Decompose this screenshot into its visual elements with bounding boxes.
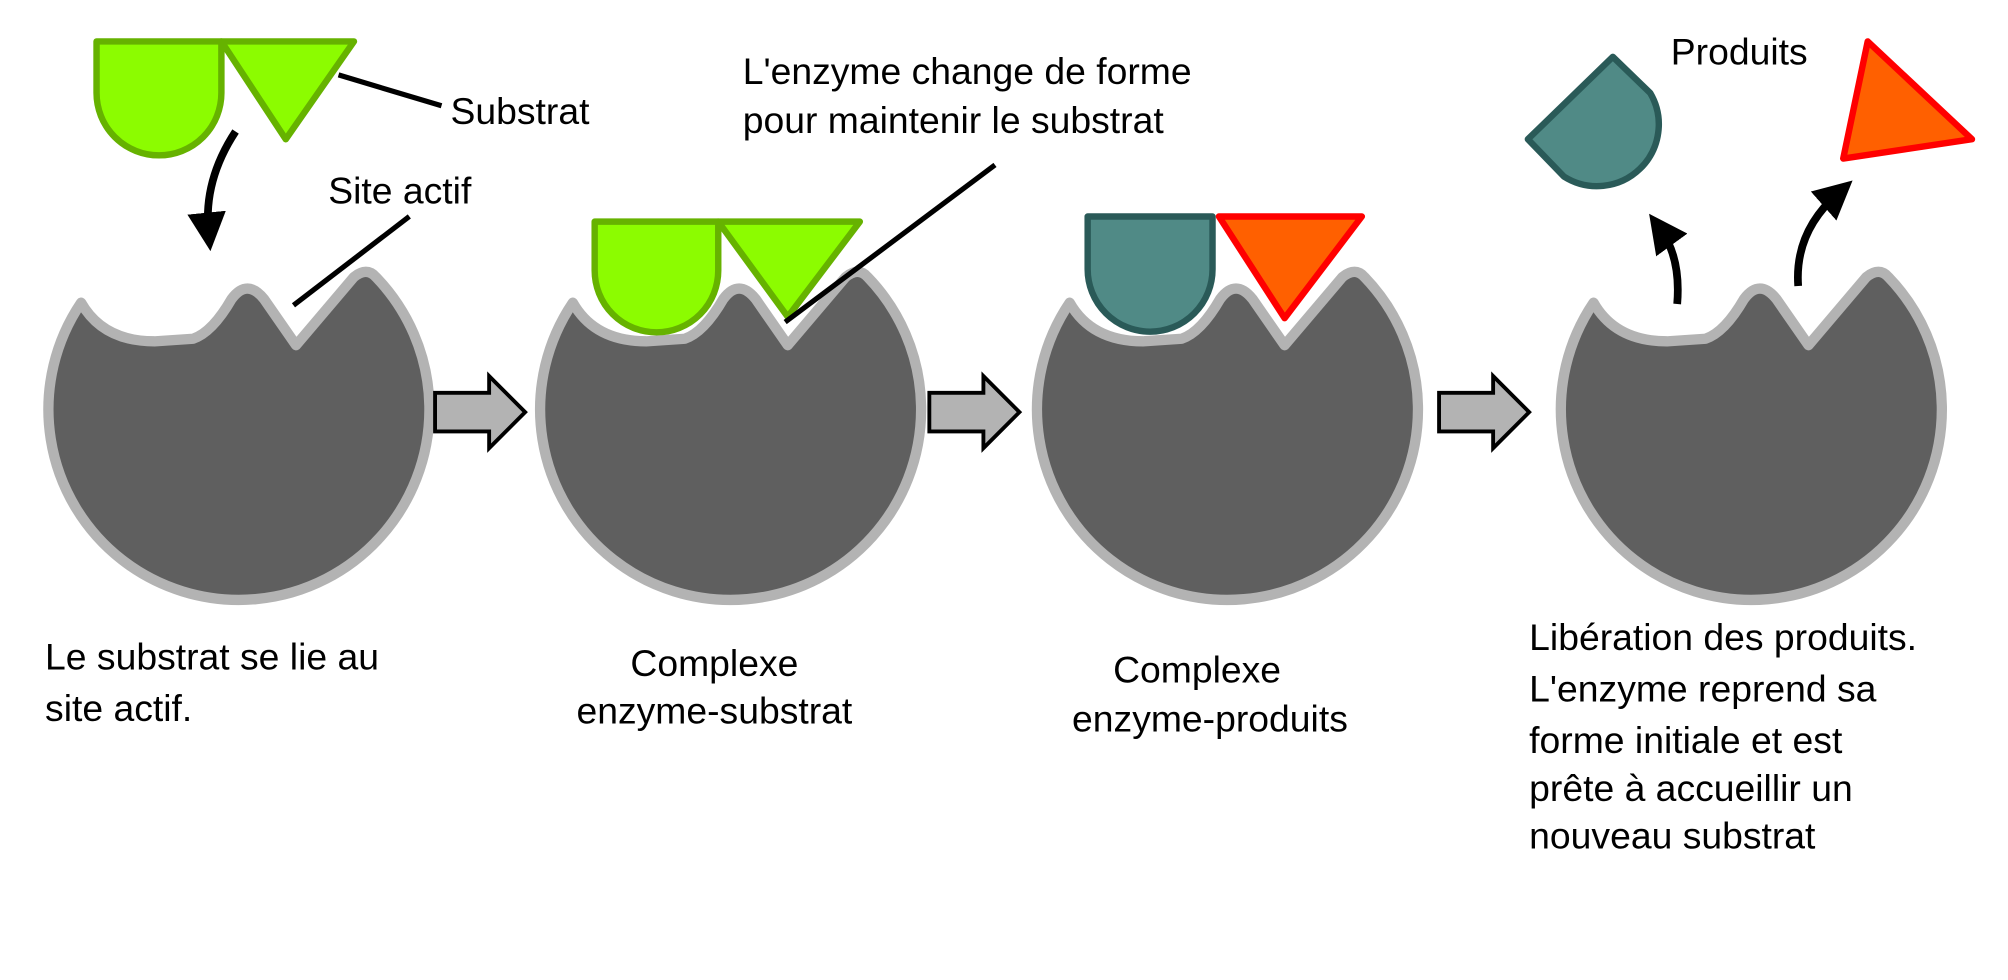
substrate-label: Substrat <box>451 90 591 132</box>
release-arrow-icon <box>1794 180 1853 287</box>
caption-step4-line1: Libération des produits. <box>1529 616 1917 658</box>
shape-change-leader-line <box>783 162 997 325</box>
substrate-triangle <box>218 38 358 143</box>
active-site-label: Site actif <box>328 170 472 212</box>
products-label: Produits <box>1671 31 1808 73</box>
bound-substrate-triangle <box>715 218 864 321</box>
caption-step4-line5: nouveau substrat <box>1529 814 1816 856</box>
caption-step2-line1: Complexe <box>630 642 798 684</box>
caption-step3-line2: enzyme-produits <box>1072 697 1348 739</box>
product-semicircle <box>1084 213 1216 335</box>
substrate-semicircle <box>93 38 225 159</box>
caption-step4-line4: prête à accueillir un <box>1529 767 1853 809</box>
caption-step3-line1: Complexe <box>1113 648 1281 690</box>
product-triangle <box>1215 213 1366 322</box>
enzyme-3 <box>1037 272 1418 600</box>
stage-3: Complexe enzyme-produits <box>1037 213 1418 739</box>
released-product-triangle <box>1840 38 1976 162</box>
bound-substrate-semicircle <box>591 218 722 336</box>
stage-2: L'enzyme change de forme pour maintenir … <box>540 50 1192 732</box>
shape-change-label-line1: L'enzyme change de forme <box>743 50 1192 92</box>
caption-step2-line2: enzyme-substrat <box>576 690 852 732</box>
caption-step1-line1: Le substrat se lie au <box>45 636 379 678</box>
released-product-semicircle <box>1524 53 1662 190</box>
enzyme-1 <box>48 272 429 600</box>
enzyme-4 <box>1561 272 1942 600</box>
step-arrow-icon <box>433 371 528 453</box>
caption-step1-line2: site actif. <box>45 687 192 729</box>
caption-step4-line2: L'enzyme reprend sa <box>1529 668 1877 710</box>
release-arrow-icon <box>1649 213 1688 305</box>
step-arrow-icon <box>1437 371 1532 453</box>
step-arrow-icon <box>927 371 1023 453</box>
substrate-leader-line <box>337 72 443 109</box>
stage-1: Substrat Site actif Le substrat se lie a… <box>45 38 591 729</box>
active-site-leader-line <box>291 214 411 308</box>
enzyme-2 <box>540 272 921 600</box>
shape-change-label-line2: pour maintenir le substrat <box>743 99 1165 141</box>
caption-step4-line3: forme initiale et est <box>1529 719 1843 761</box>
stage-4: Produits Libération des produits. L'enzy… <box>1524 31 1976 856</box>
binding-arrow-icon <box>187 129 239 252</box>
